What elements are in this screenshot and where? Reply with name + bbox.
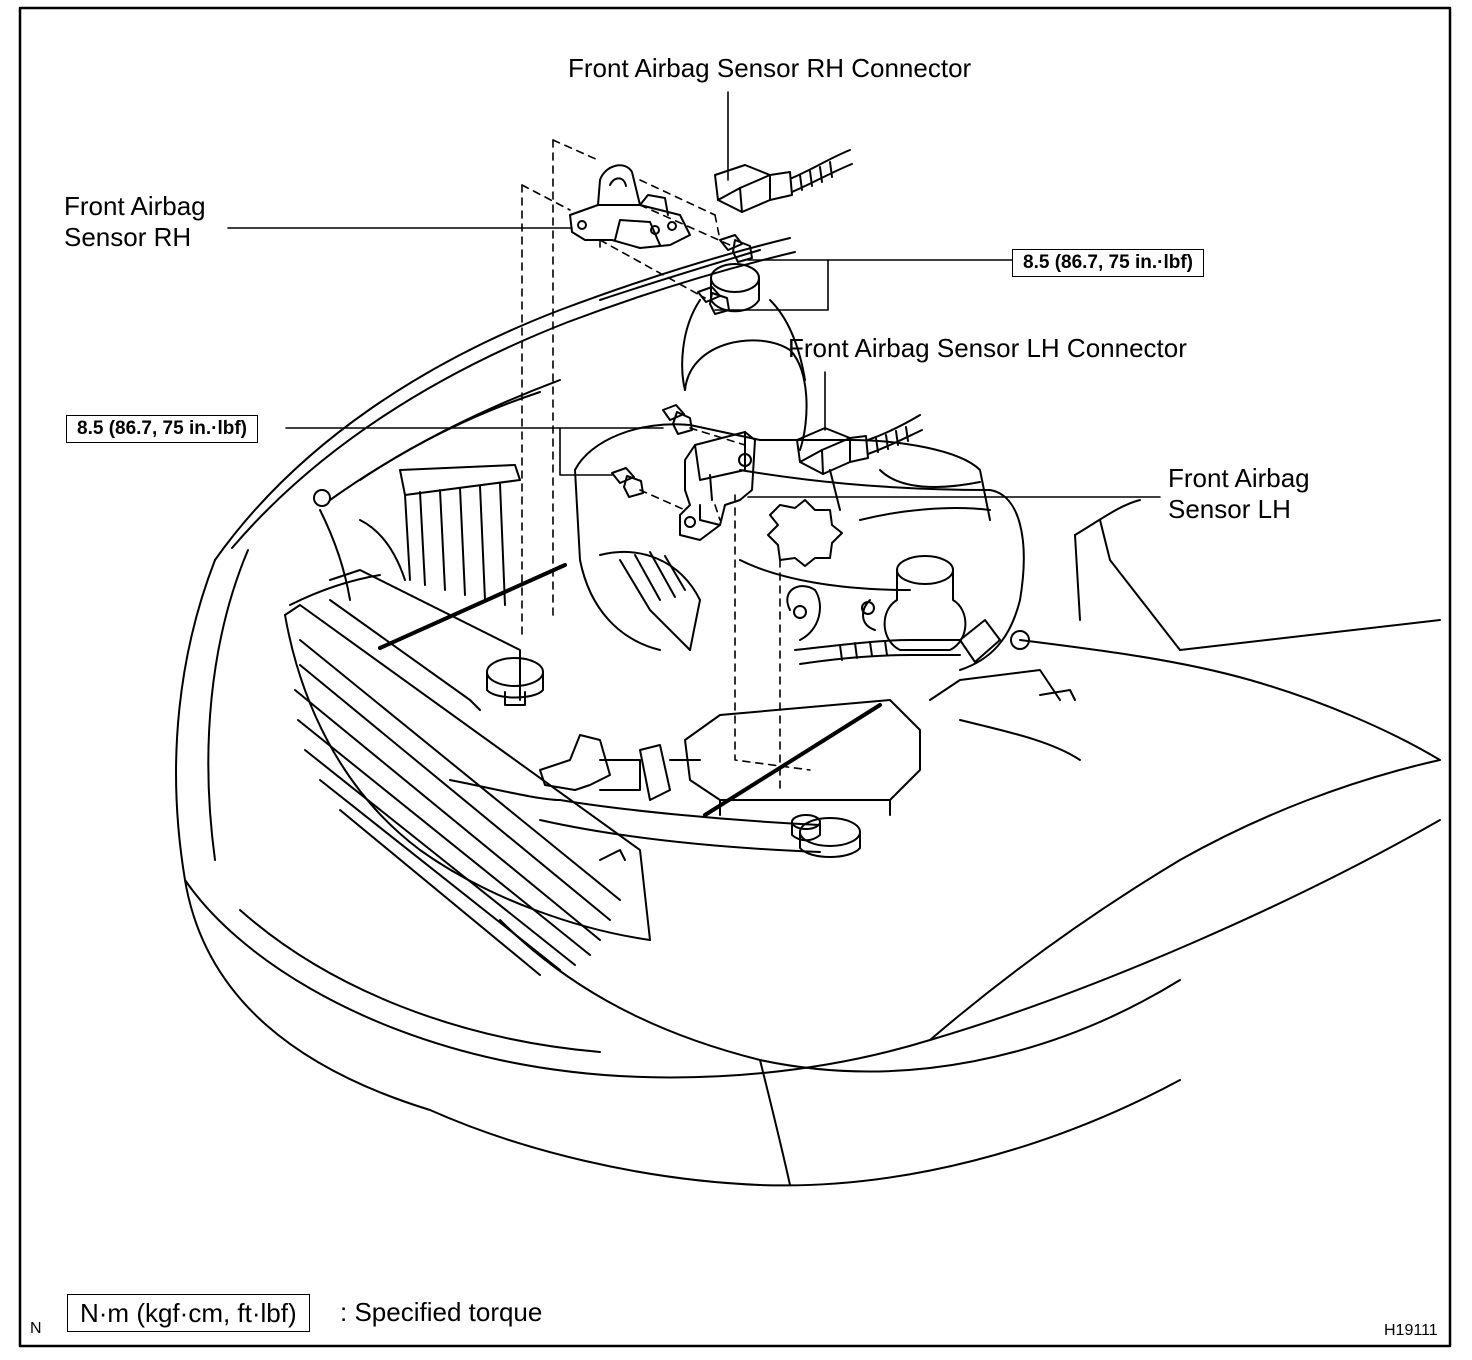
connector-rh	[714, 149, 853, 213]
label-lh-sensor-line2: Sensor LH	[1168, 494, 1291, 524]
page-frame	[18, 6, 1452, 1348]
bolt-lh-lower	[611, 467, 644, 498]
label-lh-connector: Front Airbag Sensor LH Connector	[788, 333, 1187, 363]
figure-code: H19111	[1384, 1322, 1438, 1339]
torque-box-rh: 8.5 (86.7, 75 in.·lbf)	[1012, 249, 1204, 277]
leader-lines	[227, 91, 1161, 498]
label-rh-connector: Front Airbag Sensor RH Connector	[568, 53, 972, 83]
legend-unit-box: N·m (kgf·cm, ft·lbf)	[67, 1294, 310, 1332]
label-rh-sensor-line2: Sensor RH	[64, 222, 192, 252]
dashed-alignment-lines	[521, 139, 811, 791]
legend-description: : Specified torque	[340, 1297, 543, 1327]
vehicle-body-outline	[175, 237, 1441, 1187]
torque-box-lh: 8.5 (86.7, 75 in.·lbf)	[66, 415, 258, 443]
label-lh-sensor-line1: Front Airbag	[1168, 463, 1310, 493]
sensor-lh-bracket	[679, 431, 756, 541]
label-rh-sensor-line1: Front Airbag	[64, 191, 206, 221]
engine-bay	[313, 263, 1181, 861]
sensor-rh-bracket	[569, 164, 691, 249]
front-grille	[284, 574, 651, 976]
corner-code-left: N	[30, 1320, 42, 1337]
bolt-rh-upper	[719, 234, 753, 263]
bolt-rh-lower	[697, 286, 730, 315]
bolt-lh-upper	[662, 404, 693, 435]
